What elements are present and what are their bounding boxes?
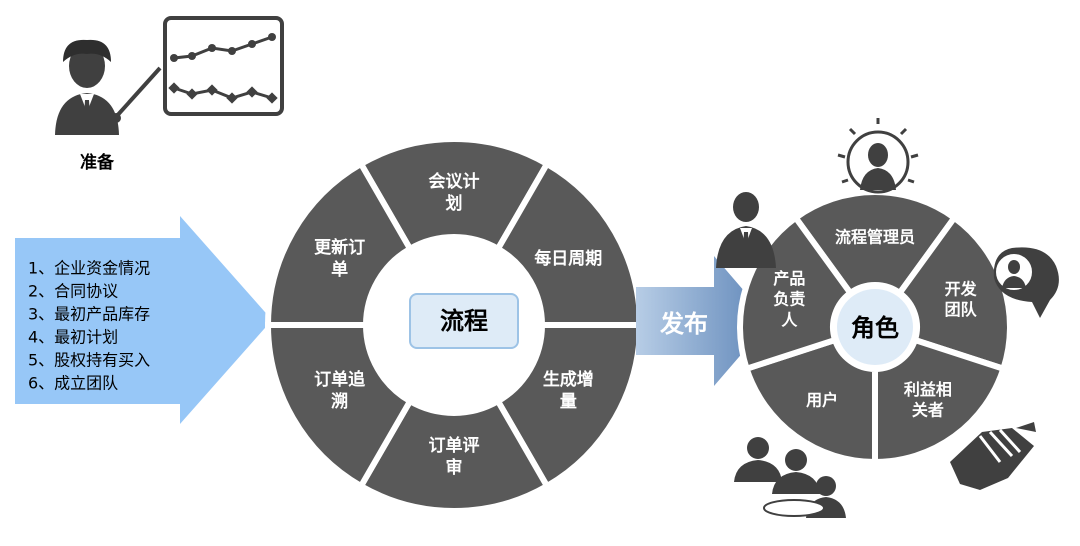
- handshake-icon: [950, 422, 1036, 490]
- roles-label-process-manager: 流程管理员: [835, 228, 915, 247]
- roles-label-product-owner: 人: [781, 310, 798, 329]
- process-label-order-review: 审: [446, 457, 463, 478]
- process-label-meeting-plan: 划: [446, 193, 463, 214]
- process-segment-order-review: [356, 397, 552, 514]
- roles-label-stakeholders: 关者: [912, 401, 944, 420]
- roles-label-stakeholders: 利益相: [904, 380, 952, 399]
- roles-label-product-owner: 产品: [773, 269, 805, 288]
- prep-list-item: 3、最初产品库存: [28, 305, 150, 324]
- process-label-update-order: 单: [331, 259, 348, 280]
- process-label-meeting-plan: 会议计: [429, 171, 480, 192]
- process-label-growth: 生成增: [543, 369, 594, 390]
- process-label-order-trace: 溯: [331, 391, 348, 412]
- user-group-icon: [734, 437, 846, 518]
- businessman-icon: [716, 192, 776, 268]
- process-label-daily-cycle: 每日周期: [534, 248, 602, 269]
- roles-segment-stakeholders: [872, 336, 1008, 466]
- process-label-order-trace: 订单追: [314, 369, 366, 390]
- people-speech-icon: [993, 247, 1059, 318]
- prep-label: 准备: [80, 152, 115, 173]
- process-segment-meeting-plan: [356, 136, 552, 253]
- process-segment-update-order: [264, 159, 415, 328]
- process-label-order-review: 订单评: [429, 435, 480, 456]
- process-center-box: [409, 293, 519, 349]
- prep-list-arrow: [15, 216, 272, 424]
- prep-list-item: 6、成立团队: [28, 374, 118, 393]
- process-label-update-order: 更新订: [314, 237, 365, 258]
- roles-label-dev-team: 团队: [945, 300, 978, 319]
- process-label-growth: 量: [560, 391, 577, 412]
- prep-list-item: 4、最初计划: [28, 328, 118, 347]
- process-segment-growth: [493, 322, 644, 491]
- prep-list-item: 5、股权持有买入: [28, 351, 150, 370]
- lightbulb-person-icon: [837, 118, 919, 194]
- presenter-icon: [55, 39, 162, 135]
- prep-list: 1、企业资金情况 2、合同协议 3、最初产品库存 4、最初计划 5、股权持有买入 6、成立…: [28, 259, 150, 393]
- process-segment-order-trace: [264, 322, 415, 491]
- roles-segment-dev-team: [895, 213, 1013, 373]
- prep-list-item: 1、企业资金情况: [28, 259, 150, 278]
- roles-label-product-owner: 负责: [773, 290, 805, 309]
- roles-center-label: 角色: [851, 314, 899, 342]
- release-arrow: [636, 256, 770, 386]
- chart-board-icon: [163, 16, 284, 116]
- release-label: 发布: [659, 310, 708, 338]
- prep-list-item: 2、合同协议: [28, 282, 118, 301]
- roles-label-dev-team: 开发: [945, 279, 978, 298]
- process-center-label: 流程: [440, 307, 488, 335]
- roles-label-users: 用户: [806, 390, 838, 409]
- roles-center-circle: [837, 289, 913, 365]
- roles-segment-users: [742, 336, 878, 466]
